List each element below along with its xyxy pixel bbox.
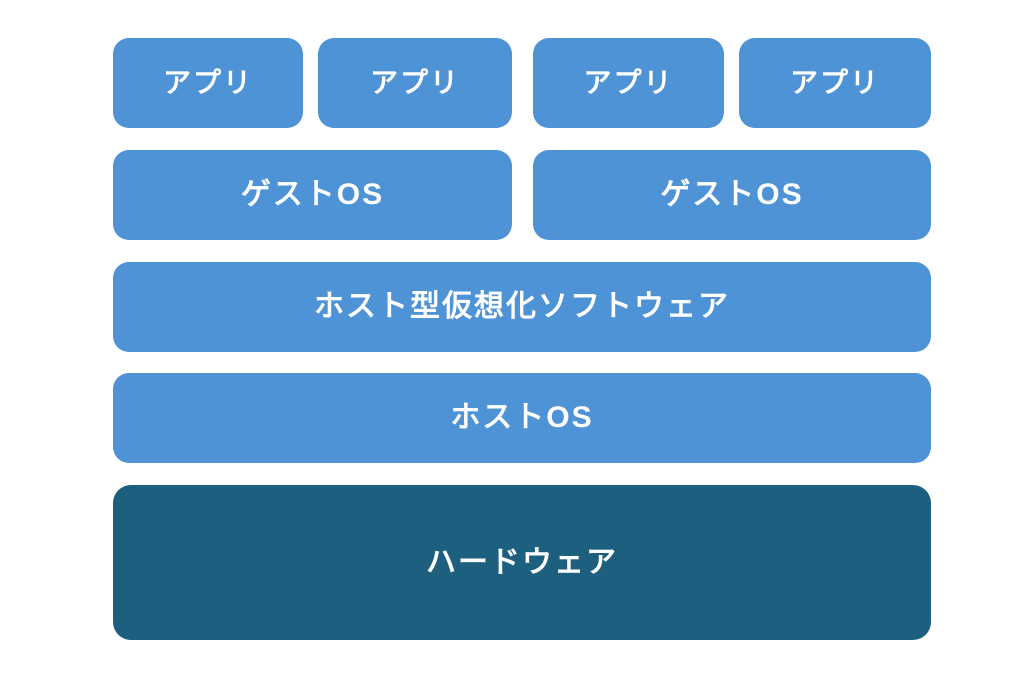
app-box-2: アプリ	[318, 38, 512, 128]
app-box-3: アプリ	[533, 38, 724, 128]
hardware-box: ハードウェア	[113, 485, 931, 640]
guest-os-box-2: ゲストOS	[533, 150, 931, 240]
guest-os-box-1: ゲストOS	[113, 150, 512, 240]
app-box-1: アプリ	[113, 38, 303, 128]
app-box-4: アプリ	[739, 38, 931, 128]
host-os-box: ホストOS	[113, 373, 931, 463]
virtualization-software-box: ホスト型仮想化ソフトウェア	[113, 262, 931, 352]
